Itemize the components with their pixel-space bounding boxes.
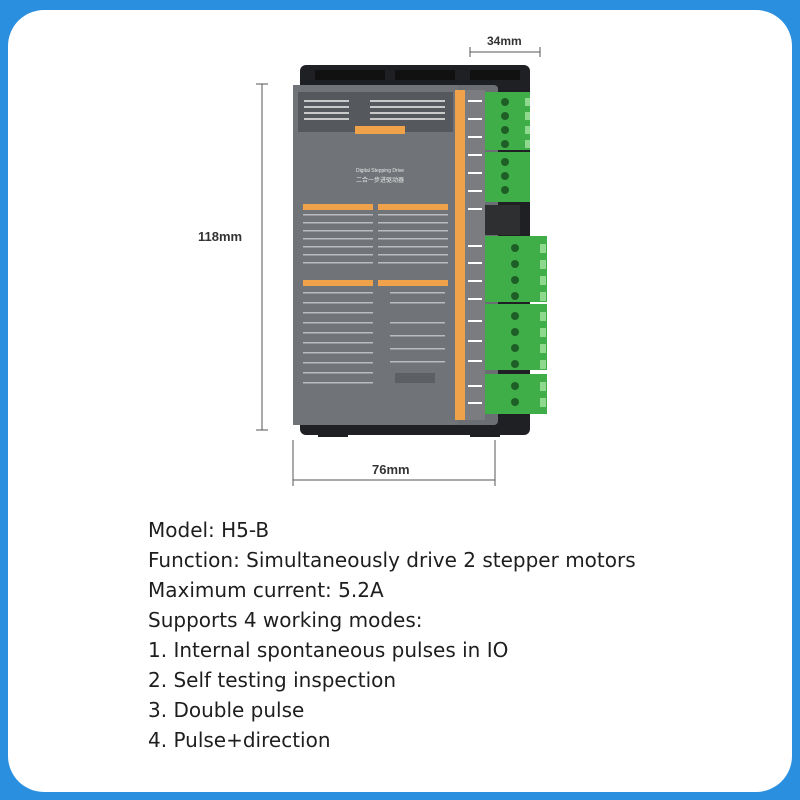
spec-mode-2: 2. Self testing inspection xyxy=(148,668,397,692)
spec-mode-3: 3. Double pulse xyxy=(148,698,305,722)
spec-modes-heading: Supports 4 working modes: xyxy=(148,608,423,632)
spec-max-current: Maximum current: 5.2A xyxy=(148,578,384,602)
spec-model: Model: H5-B xyxy=(148,518,270,542)
spec-mode-4: 4. Pulse+direction xyxy=(148,728,331,752)
spec-function: Function: Simultaneously drive 2 stepper… xyxy=(148,548,636,572)
device-title: Digital Stepping Drive xyxy=(356,168,404,174)
spec-list: Model: H5-B Function: Simultaneously dri… xyxy=(148,515,748,755)
device-subtitle: 二合一步进驱动器 xyxy=(356,176,404,184)
height-dimension-label: 118mm xyxy=(198,229,243,244)
width-dimension-label: 34mm xyxy=(487,34,522,48)
dimension-lines xyxy=(256,47,541,486)
terminal-blocks xyxy=(485,92,547,414)
depth-dimension-label: 76mm xyxy=(372,462,410,477)
spec-mode-1: 1. Internal spontaneous pulses in IO xyxy=(148,638,509,662)
